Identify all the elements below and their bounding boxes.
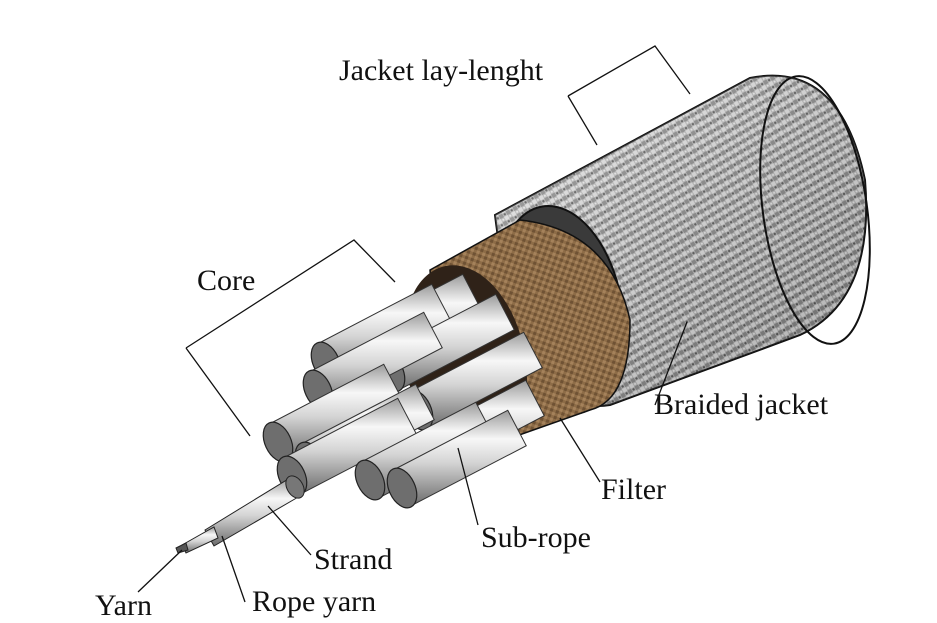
braided-jacket-leader — [654, 321, 688, 406]
sub-rope-end-face — [354, 459, 386, 501]
sub-rope-bundle — [262, 273, 545, 509]
label-braided-jacket: Braided jacket — [654, 388, 829, 421]
label-sub-rope: Sub-rope — [481, 521, 591, 554]
strand-shape — [175, 475, 305, 554]
label-strand: Strand — [314, 543, 392, 576]
leader-lines — [137, 45, 691, 603]
filter-leader — [559, 417, 601, 483]
label-core: Core — [197, 264, 255, 297]
label-jacket-lay-length: Jacket lay-lenght — [339, 54, 544, 87]
label-yarn: Yarn — [95, 589, 152, 622]
label-rope-yarn: Rope yarn — [252, 585, 376, 618]
rope-yarn-leader — [221, 535, 246, 603]
core-bracket — [185, 239, 396, 349]
sub-rope-leader — [457, 447, 479, 526]
label-filter: Filter — [601, 473, 666, 506]
jacket-bracket — [567, 45, 691, 97]
yarn-leader — [137, 549, 183, 593]
sub-rope-end-face — [386, 467, 418, 509]
strand-leader — [267, 505, 312, 556]
